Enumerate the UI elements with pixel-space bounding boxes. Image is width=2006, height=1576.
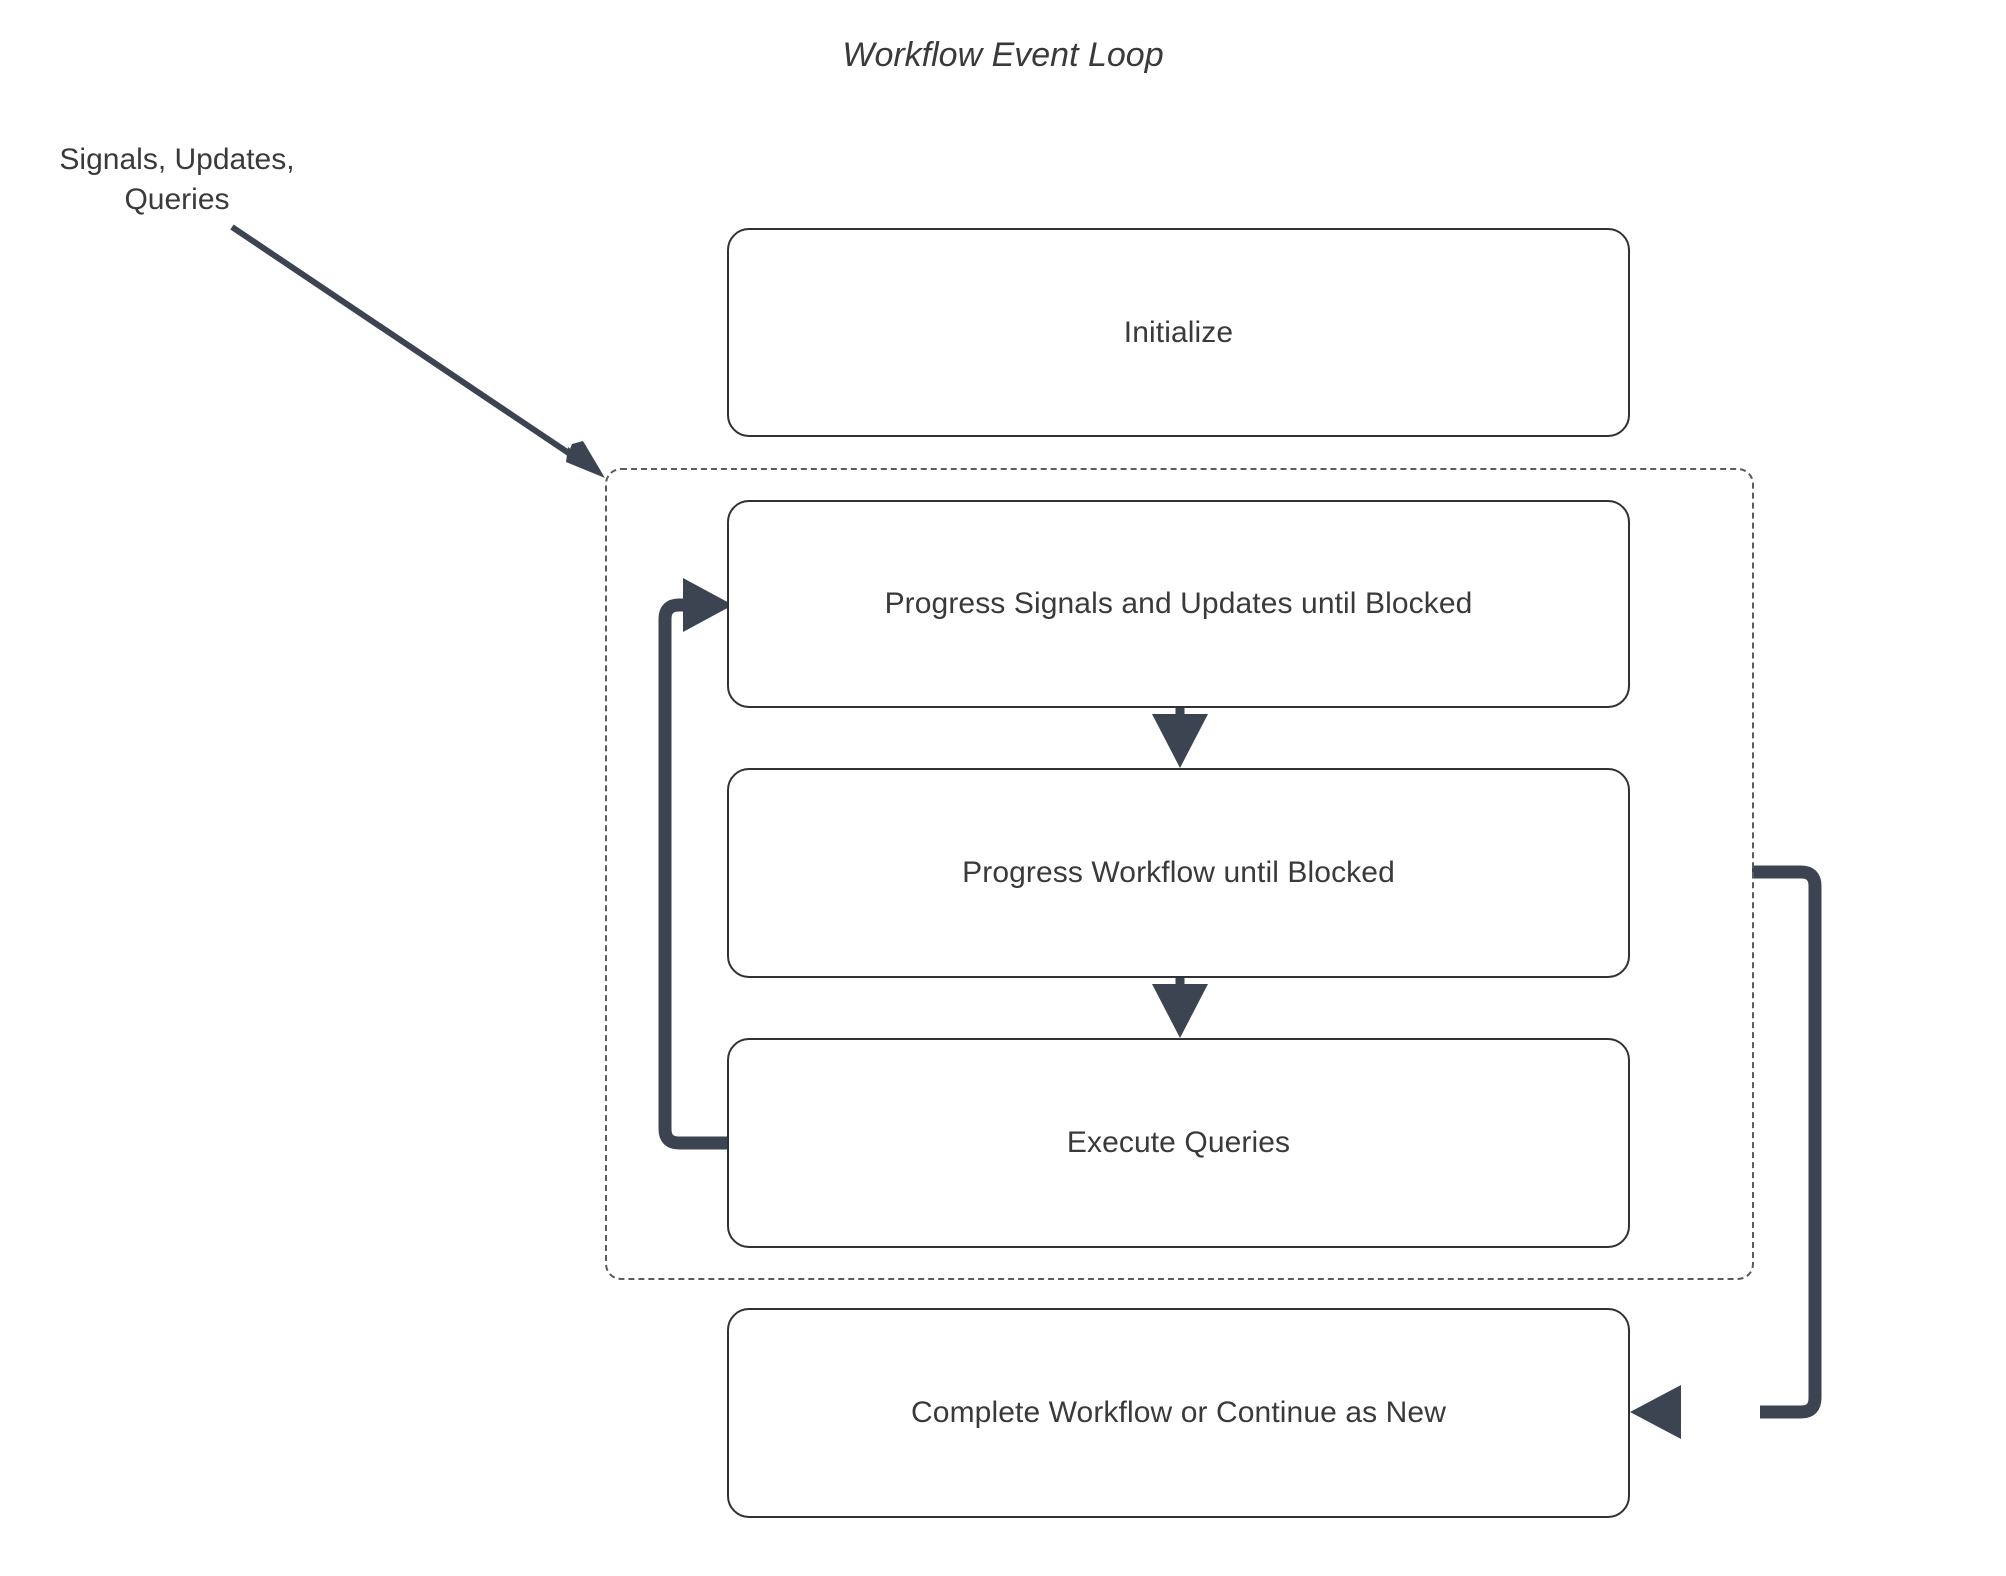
node-execute-queries[interactable]: Execute Queries xyxy=(727,1038,1630,1248)
event-loop-group xyxy=(605,468,1754,1280)
edge-queries-back-to-signals xyxy=(658,578,733,1150)
edge-signals-to-loop xyxy=(230,224,605,478)
edge-signals-to-workflow xyxy=(1152,708,1208,768)
node-progress-signals-label: Progress Signals and Updates until Block… xyxy=(884,587,1473,621)
node-initialize-label: Initialize xyxy=(1123,315,1234,349)
node-initialize[interactable]: Initialize xyxy=(727,228,1630,437)
node-complete-workflow-label: Complete Workflow or Continue as New xyxy=(911,1396,1446,1430)
page-title: Workflow Event Loop xyxy=(842,36,1164,74)
node-progress-signals[interactable]: Progress Signals and Updates until Block… xyxy=(727,500,1630,708)
incoming-edge-label-line-2: Queries xyxy=(124,182,230,216)
node-progress-workflow-label: Progress Workflow until Blocked xyxy=(962,856,1395,890)
node-complete-workflow[interactable]: Complete Workflow or Continue as New xyxy=(727,1308,1630,1518)
node-execute-queries-label: Execute Queries xyxy=(1066,1126,1291,1160)
edge-workflow-to-queries xyxy=(1152,978,1208,1038)
incoming-edge-label: Signals, Updates, Queries xyxy=(12,140,342,219)
edge-loop-to-complete xyxy=(1630,865,1822,1439)
node-progress-workflow[interactable]: Progress Workflow until Blocked xyxy=(727,768,1630,978)
incoming-edge-label-line-1: Signals, Updates, xyxy=(59,143,295,176)
